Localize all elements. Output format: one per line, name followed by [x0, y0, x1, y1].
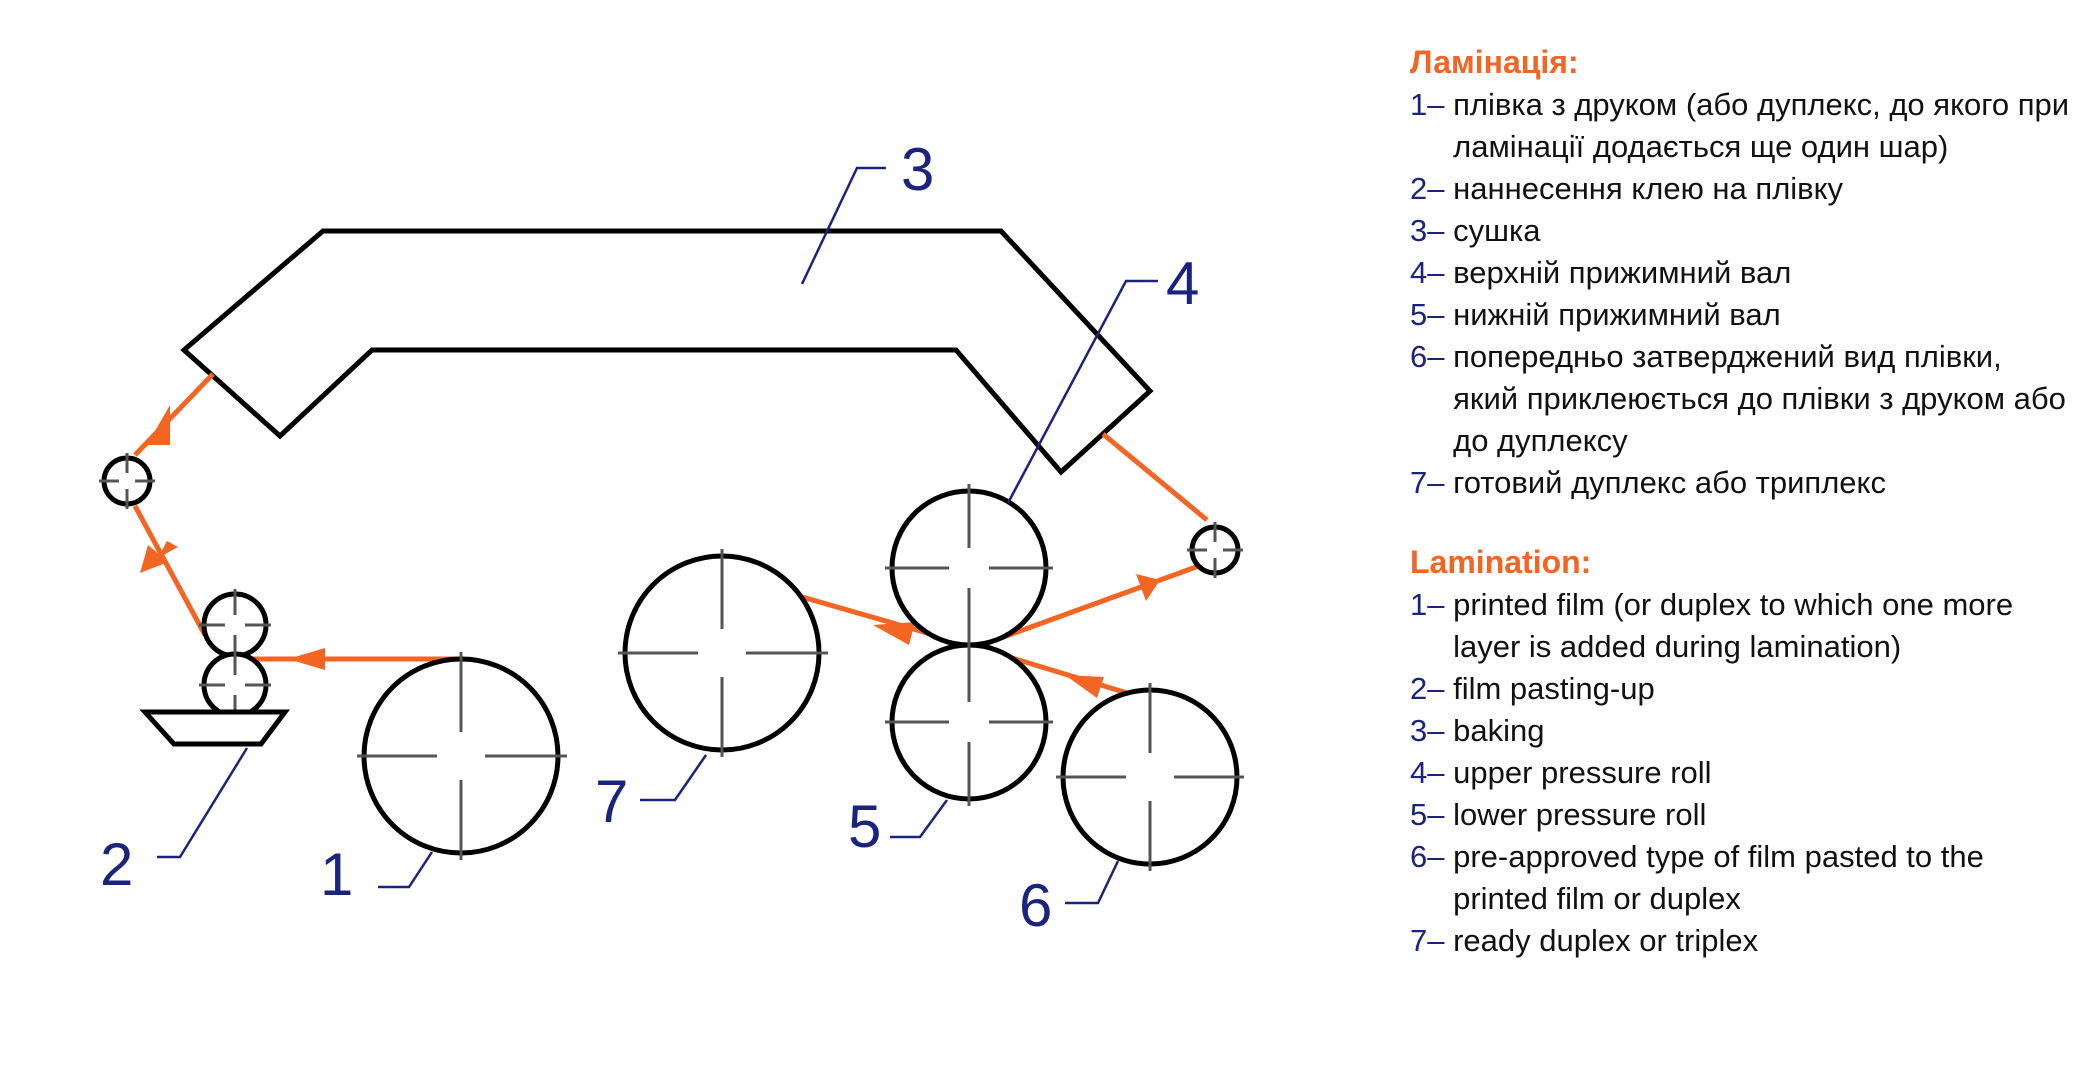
- label-4: 4: [1166, 250, 1199, 317]
- legend-item: 3– baking: [1410, 710, 2070, 752]
- drying-tunnel: [180, 228, 1154, 476]
- label-5: 5: [848, 793, 881, 860]
- arrow-up: [158, 541, 178, 558]
- legend-en-title: Lamination:: [1410, 544, 1592, 580]
- legend-item-num: 6–: [1410, 839, 1445, 874]
- legend-item: 5– нижній прижимний вал: [1410, 294, 2070, 336]
- legend-item-num: 7–: [1410, 465, 1445, 500]
- legend-item: 6– pre-approved type of film pasted to t…: [1410, 836, 2070, 920]
- legend-item-num: 3–: [1410, 713, 1445, 748]
- legend-item-num: 6–: [1410, 339, 1445, 374]
- guide-roll-right: [1187, 522, 1243, 578]
- legend-item: 6– попередньо затверджений вид плівки, я…: [1410, 336, 2070, 462]
- legend-item: 5– lower pressure roll: [1410, 794, 2070, 836]
- legend-item-text: printed film (or duplex to which one mor…: [1453, 587, 2014, 664]
- label-7: 7: [595, 768, 628, 835]
- legend: Ламінація: 1– плівка з друком (або дупле…: [1410, 40, 2070, 998]
- label-3: 3: [901, 136, 934, 203]
- legend-item-num: 1–: [1410, 87, 1445, 122]
- roll-5: [885, 638, 1053, 806]
- glue-tray: [139, 709, 290, 747]
- legend-item: 7– готовий дуплекс або триплекс: [1410, 462, 2070, 504]
- arrow-left: [288, 648, 325, 670]
- legend-item-text: наннесення клею на плівку: [1453, 171, 1844, 206]
- legend-item: 7– ready duplex or triplex: [1410, 920, 2070, 962]
- legend-item: 4– upper pressure roll: [1410, 752, 2070, 794]
- legend-item-num: 7–: [1410, 923, 1445, 958]
- legend-item-num: 5–: [1410, 797, 1445, 832]
- legend-item-text: baking: [1453, 713, 1545, 748]
- lamination-diagram: 1 2 3 4 5 6 7: [99, 136, 1244, 939]
- legend-item-text: lower pressure roll: [1453, 797, 1707, 832]
- legend-ua: Ламінація: 1– плівка з друком (або дупле…: [1410, 40, 2070, 504]
- label-2: 2: [100, 831, 133, 898]
- legend-item: 1– плівка з друком (або дуплекс, до яког…: [1410, 84, 2070, 168]
- legend-item-num: 1–: [1410, 587, 1445, 622]
- legend-item-text: film pasting-up: [1453, 671, 1655, 706]
- legend-item-text: попередньо затверджений вид плівки, який…: [1453, 339, 2066, 458]
- flow-arrows: [140, 405, 1160, 698]
- arrow-left: [873, 622, 915, 645]
- legend-ua-title: Ламінація:: [1410, 44, 1579, 80]
- legend-item-text: плівка з друком (або дуплекс, до якого п…: [1453, 87, 2070, 164]
- guide-roll-left: [99, 453, 155, 509]
- arrow-down-left: [1136, 574, 1160, 601]
- legend-item-text: pre-approved type of film pasted to the …: [1453, 839, 1984, 916]
- legend-item-text: готовий дуплекс або триплекс: [1453, 465, 1886, 500]
- legend-en: Lamination: 1– printed film (or duplex t…: [1410, 540, 2070, 962]
- legend-item-text: сушка: [1453, 213, 1541, 248]
- label-6: 6: [1019, 872, 1052, 939]
- label-1: 1: [320, 841, 353, 908]
- roll-1: [357, 652, 567, 860]
- legend-item: 2– наннесення клею на плівку: [1410, 168, 2070, 210]
- legend-item-num: 2–: [1410, 171, 1445, 206]
- roll-7: [618, 549, 828, 757]
- legend-item-text: ready duplex or triplex: [1453, 923, 1759, 958]
- legend-item-text: верхній прижимний вал: [1453, 255, 1792, 290]
- legend-item-text: upper pressure roll: [1453, 755, 1712, 790]
- arrow-up-right: [147, 405, 170, 445]
- legend-item: 4– верхній прижимний вал: [1410, 252, 2070, 294]
- arrow-up: [140, 545, 168, 573]
- roll-2-lower: [199, 649, 271, 721]
- roll-6: [1056, 683, 1244, 871]
- legend-item-num: 4–: [1410, 255, 1445, 290]
- leader-lines: [157, 166, 1158, 905]
- legend-item-num: 2–: [1410, 671, 1445, 706]
- legend-item: 2– film pasting-up: [1410, 668, 2070, 710]
- legend-item-num: 4–: [1410, 755, 1445, 790]
- legend-item-num: 3–: [1410, 213, 1445, 248]
- legend-item-num: 5–: [1410, 297, 1445, 332]
- legend-item: 1– printed film (or duplex to which one …: [1410, 584, 2070, 668]
- legend-item: 3– сушка: [1410, 210, 2070, 252]
- arrow-up-left: [1065, 675, 1104, 698]
- legend-item-text: нижній прижимний вал: [1453, 297, 1781, 332]
